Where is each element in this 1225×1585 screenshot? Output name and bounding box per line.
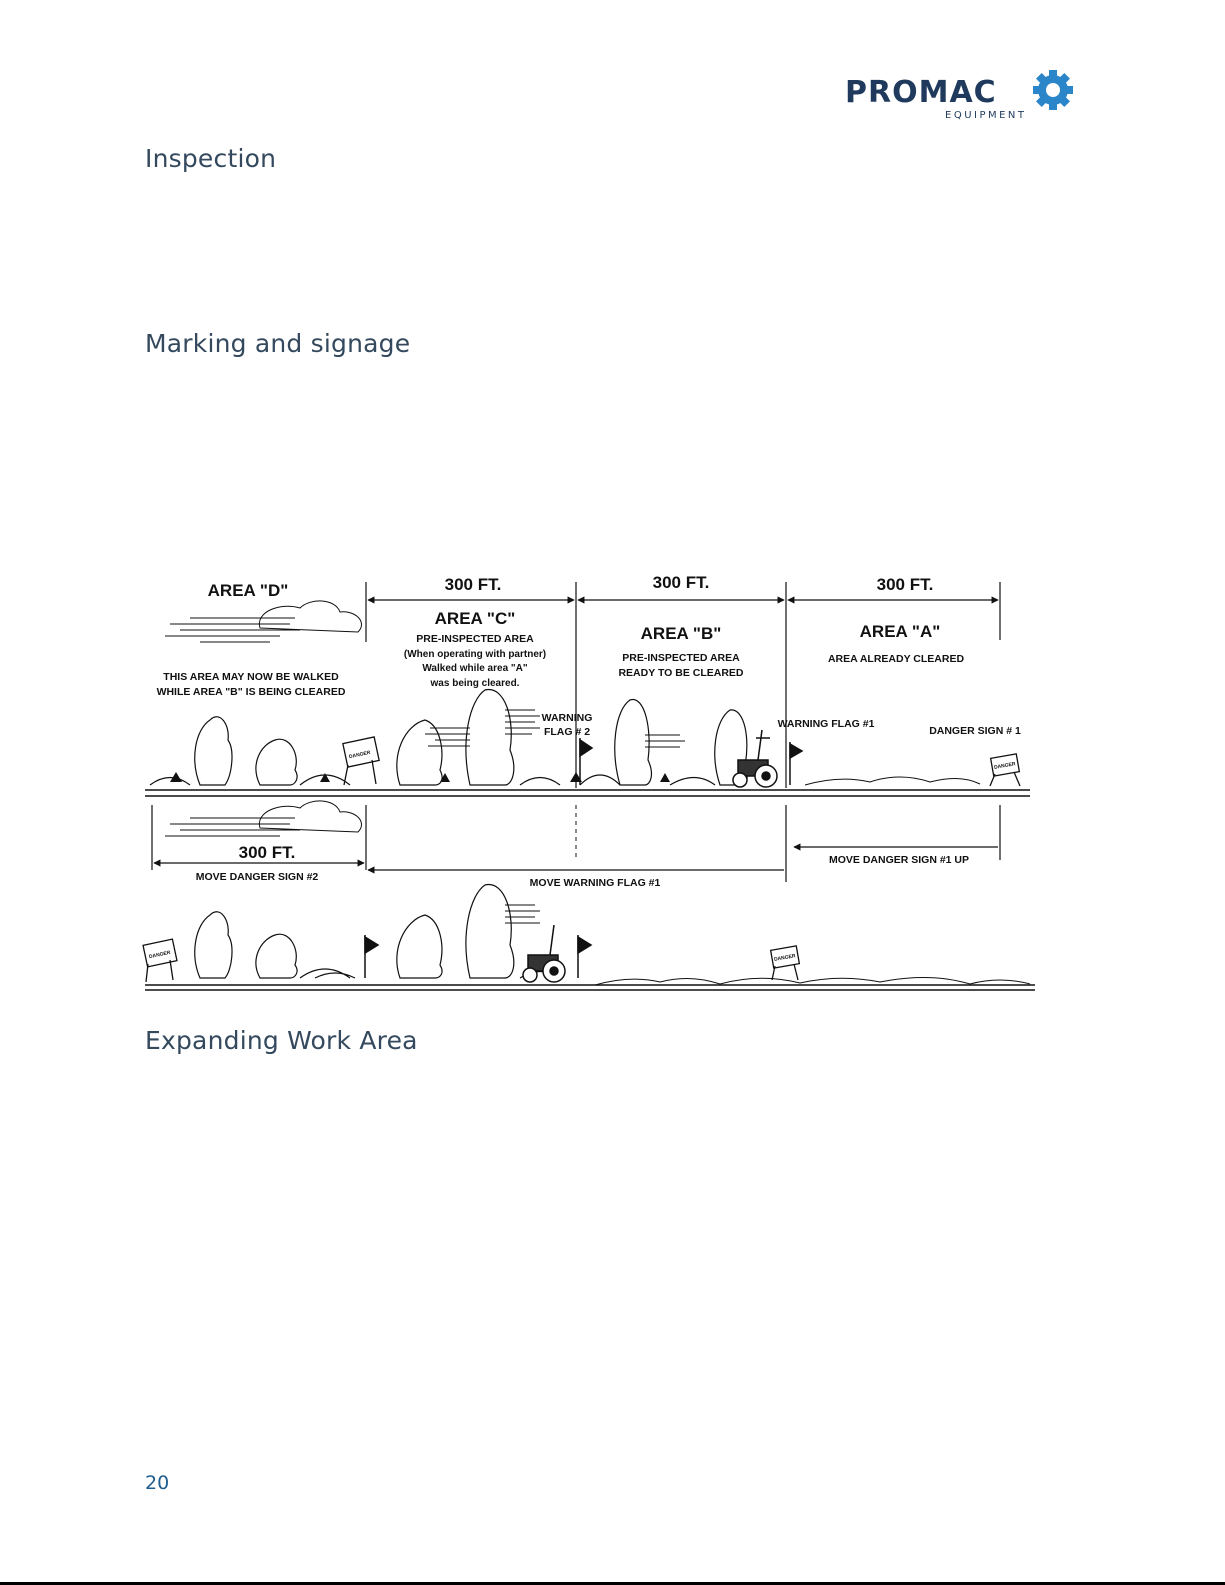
area-c-note-2: (When operating with partner) — [404, 649, 546, 660]
area-d-note-2: WHILE AREA "B" IS BEING CLEARED — [157, 686, 346, 698]
area-d-note-1: THIS AREA MAY NOW BE WALKED — [163, 671, 339, 683]
warning-flag-2-label-a: WARNING — [542, 712, 593, 724]
logo-tagline: EQUIPMENT — [945, 110, 1027, 121]
gear-icon — [1033, 70, 1073, 110]
vegetation-lower — [194, 884, 561, 979]
area-c-note-3: Walked while area "A" — [422, 663, 528, 674]
wind-streaks — [505, 904, 540, 924]
dim-b-label: 300 FT. — [653, 573, 710, 592]
warning-flag-icon — [577, 935, 593, 978]
page-number: 20 — [145, 1472, 170, 1494]
area-b-note-2: READY TO BE CLEARED — [618, 667, 743, 679]
tractor-icon — [732, 729, 778, 788]
danger-sign-1-label: DANGER SIGN # 1 — [929, 725, 1021, 737]
dim-lower-label: 300 FT. — [239, 843, 296, 862]
area-c-label: AREA "C" — [435, 609, 516, 628]
warning-flag-icon — [579, 738, 594, 785]
move-danger-1-label: MOVE DANGER SIGN #1 UP — [829, 854, 969, 866]
bottom-rule — [0, 1582, 1225, 1585]
move-warning-1-label: MOVE WARNING FLAG #1 — [530, 877, 661, 889]
danger-sign-text: DANGER — [774, 953, 797, 963]
tractor-icon — [522, 924, 566, 983]
work-area-diagram: AREA "D" 300 FT. 300 FT. 300 FT. AREA "C… — [142, 573, 1035, 991]
danger-sign-text: DANGER — [349, 750, 372, 760]
dim-c-label: 300 FT. — [445, 575, 502, 594]
danger-sign-icon — [989, 753, 1021, 787]
danger-sign-icon — [342, 736, 380, 786]
heading-expanding-work-area: Expanding Work Area — [145, 1026, 418, 1055]
vegetation-upper — [149, 689, 748, 786]
cloud-icon — [165, 600, 363, 643]
warning-flag-icon — [364, 935, 380, 978]
danger-sign-text: DANGER — [994, 761, 1017, 771]
warning-flag-icon — [789, 742, 804, 785]
dim-a-label: 300 FT. — [877, 575, 934, 594]
heading-inspection: Inspection — [145, 144, 277, 173]
area-c-note-4: was being cleared. — [430, 678, 520, 689]
danger-sign-text: DANGER — [149, 950, 172, 960]
area-b-note-1: PRE-INSPECTED AREA — [622, 652, 740, 664]
warning-flag-1-label: WARNING FLAG #1 — [778, 718, 875, 730]
danger-sign-icon — [769, 945, 801, 981]
area-a-label: AREA "A" — [860, 622, 941, 641]
danger-sign-icon — [142, 938, 178, 983]
area-d-label: AREA "D" — [208, 581, 289, 600]
heading-marking-and-signage: Marking and signage — [145, 329, 411, 358]
logo-brand: PROMAC — [845, 75, 997, 110]
wind-streaks — [425, 709, 685, 748]
cloud-icon — [165, 800, 363, 837]
area-b-label: AREA "B" — [641, 624, 722, 643]
area-a-note: AREA ALREADY CLEARED — [828, 653, 965, 665]
area-c-note-1: PRE-INSPECTED AREA — [416, 633, 534, 645]
move-danger-2-label: MOVE DANGER SIGN #2 — [196, 871, 319, 883]
promac-logo: PROMAC EQUIPMENT — [845, 70, 1073, 121]
warning-flag-2-label-b: FLAG # 2 — [544, 726, 590, 738]
